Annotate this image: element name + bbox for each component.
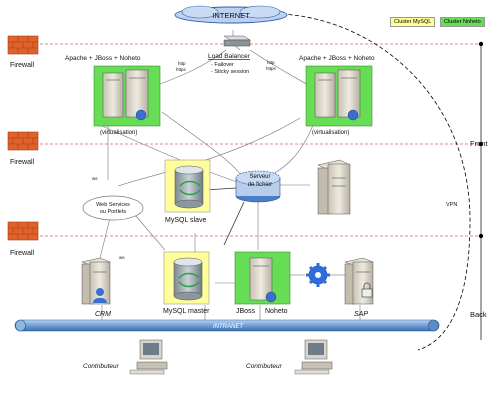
https-label-left: https [176,67,187,72]
firewall-icon [7,221,39,241]
file-server-label: Serveur [249,174,270,180]
web-services-node: Web Services ou Portlets [82,195,144,221]
zone-axis [478,41,484,340]
load-balancer-failover: - Failover [211,62,234,68]
noheto-label: Noheto [265,308,288,315]
jboss-noheto-server [234,251,291,305]
contributor-workstation-right [294,339,333,375]
load-balancer-sticky: - Sticky session [211,69,249,75]
zone-divider-lines [40,43,482,237]
globe-icon [347,109,359,121]
sync-icon [179,180,201,196]
zone-front-label: Front [470,139,488,148]
server-left [93,65,161,127]
contributor-workstation-left [129,339,168,375]
web-services-label-2: ou Portlets [100,209,127,215]
http-label-right: http [267,60,275,65]
globe-icon [265,291,277,303]
legend-mysql: Cluster MySQL [390,17,436,27]
intranet-label: INTRANET [213,324,244,330]
mysql-slave-label: MySQL slave [165,217,206,224]
zone-back-label: Back [470,310,487,319]
legend-noheto: Cluster Noheto [440,17,485,27]
lock-icon [361,288,373,298]
internet-label: INTERNET [212,11,250,20]
internet-cloud: INTERNET [174,5,288,24]
firewall-icon [7,35,39,55]
server-left-note: (virtualisation) [100,130,137,136]
contributor-label-left: Contributeur [83,363,120,370]
vpn-label: VPN [446,202,457,208]
connection-lines [99,30,361,350]
storage-server [317,159,351,215]
server-right-title: Apache + JBoss + Noheto [299,55,375,62]
http-label-left: http [178,61,186,66]
user-icon [96,288,104,296]
mysql-slave [164,159,211,213]
server-right-note: (virtualisation) [312,130,349,136]
jboss-label: JBoss [236,308,256,315]
file-server-label-2: de fichier [248,182,272,188]
mysql-master [163,251,210,305]
vpn-link [281,13,471,351]
file-server: Serveur de fichier [235,170,281,203]
sap-server [344,257,374,305]
https-label-right: https [266,66,277,71]
mysql-master-label: MySQL master [163,308,210,315]
intranet-bus [14,319,440,332]
ws-label-top: ws [92,176,98,181]
crm-label: CRM [95,311,111,318]
crm-server [81,257,111,305]
firewall-label-2: Firewall [10,159,35,166]
server-left-title: Apache + JBoss + Noheto [65,55,141,62]
globe-icon [135,109,147,121]
contributor-label-right: Contributeur [246,363,283,370]
server-right [305,65,373,127]
load-balancer [223,35,251,47]
sync-icon [178,272,200,288]
gear-icon [306,263,330,287]
firewall-icon [7,131,39,151]
firewall-label-3: Firewall [10,250,35,257]
load-balancer-title: Load Balancer [208,53,251,60]
sap-label: SAP [354,311,368,318]
firewall-label-1: Firewall [10,62,35,69]
web-services-label: Web Services [96,202,130,208]
ws-label-bottom: ws [119,255,125,260]
